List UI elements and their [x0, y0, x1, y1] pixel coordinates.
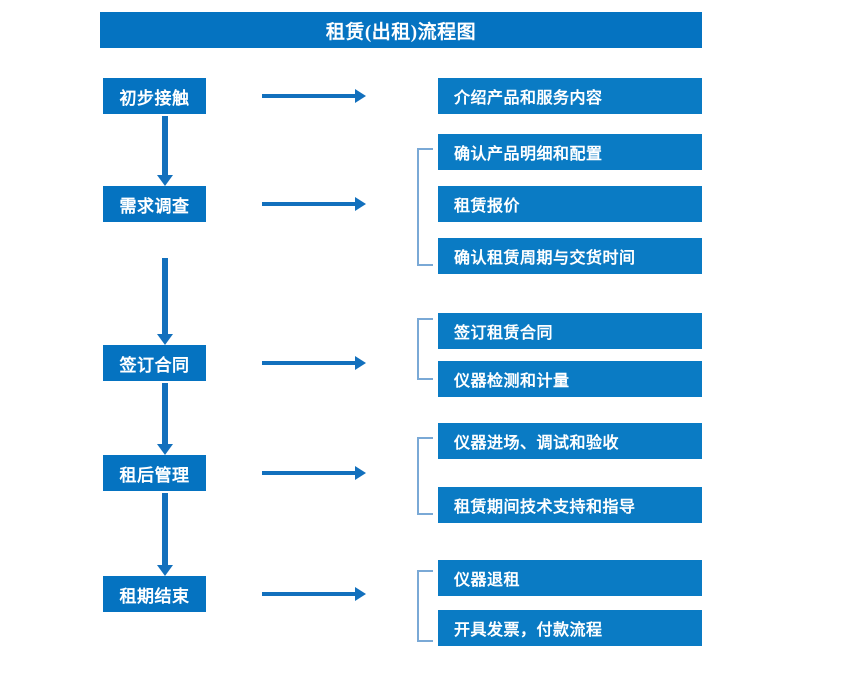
arrow-shaft	[162, 383, 168, 444]
detail-box-3[interactable]: 租赁报价	[438, 186, 702, 222]
detail-box-10[interactable]: 开具发票，付款流程	[438, 610, 702, 646]
stage-box-5[interactable]: 租期结束	[103, 576, 206, 612]
arrow-shaft	[262, 94, 355, 98]
arrow-shaft	[262, 361, 355, 365]
detail-box-2[interactable]: 确认产品明细和配置	[438, 134, 702, 170]
stage-box-2[interactable]: 需求调查	[103, 186, 206, 222]
horizontal-arrow-2	[262, 197, 366, 211]
horizontal-arrow-3	[262, 356, 366, 370]
stage-box-1[interactable]: 初步接触	[103, 78, 206, 114]
detail-box-9[interactable]: 仪器退租	[438, 560, 702, 596]
arrow-head	[355, 587, 366, 601]
detail-box-1[interactable]: 介绍产品和服务内容	[438, 78, 702, 114]
vertical-arrow-2	[157, 258, 173, 345]
group-bracket-2	[417, 318, 433, 380]
arrow-shaft	[262, 202, 355, 206]
detail-box-8[interactable]: 租赁期间技术支持和指导	[438, 487, 702, 523]
arrow-head	[157, 175, 173, 186]
arrow-head	[157, 565, 173, 576]
page-title: 租赁(出租)流程图	[100, 12, 702, 48]
detail-box-5[interactable]: 签订租赁合同	[438, 313, 702, 349]
group-bracket-4	[417, 570, 433, 642]
vertical-arrow-4	[157, 493, 173, 576]
horizontal-arrow-4	[262, 466, 366, 480]
arrow-head	[355, 89, 366, 103]
arrow-head	[355, 197, 366, 211]
vertical-arrow-3	[157, 383, 173, 455]
arrow-shaft	[262, 471, 355, 475]
detail-box-4[interactable]: 确认租赁周期与交货时间	[438, 238, 702, 274]
stage-box-4[interactable]: 租后管理	[103, 455, 206, 491]
arrow-head	[355, 356, 366, 370]
horizontal-arrow-1	[262, 89, 366, 103]
arrow-head	[355, 466, 366, 480]
group-bracket-3	[417, 437, 433, 515]
detail-box-6[interactable]: 仪器检测和计量	[438, 361, 702, 397]
detail-box-7[interactable]: 仪器进场、调试和验收	[438, 423, 702, 459]
vertical-arrow-1	[157, 116, 173, 186]
arrow-shaft	[162, 493, 168, 565]
horizontal-arrow-5	[262, 587, 366, 601]
arrow-shaft	[162, 258, 168, 334]
group-bracket-1	[417, 148, 433, 266]
arrow-head	[157, 334, 173, 345]
arrow-head	[157, 444, 173, 455]
arrow-shaft	[162, 116, 168, 175]
stage-box-3[interactable]: 签订合同	[103, 345, 206, 381]
arrow-shaft	[262, 592, 355, 596]
